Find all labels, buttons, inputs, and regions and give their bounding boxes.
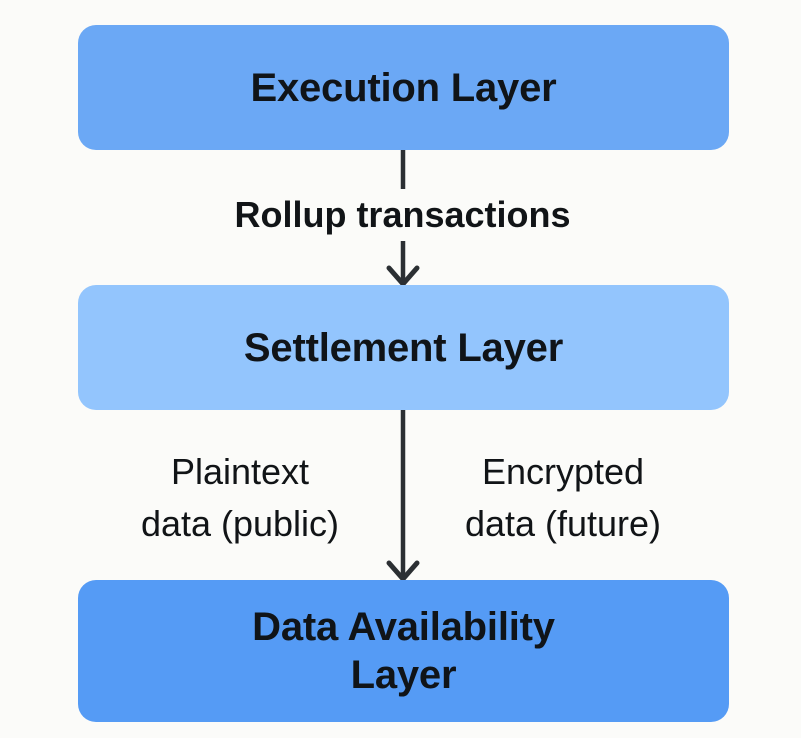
node-data-availability-layer[interactable]: Data Availability Layer	[78, 580, 729, 722]
node-execution-layer[interactable]: Execution Layer	[78, 25, 729, 150]
node-data-availability-layer-label: Data Availability Layer	[252, 605, 555, 697]
edge-label-encrypted-data: Encrypted data (future)	[464, 451, 662, 544]
edge-label-plaintext-data: Plaintext data (public)	[140, 451, 340, 544]
node-settlement-layer[interactable]: Settlement Layer	[78, 285, 729, 410]
node-execution-layer-label: Execution Layer	[250, 65, 557, 110]
arrowhead-settlement-da	[386, 560, 420, 583]
node-settlement-layer-label: Settlement Layer	[243, 325, 564, 370]
arrowhead-execution-settlement	[386, 265, 420, 288]
edge-label-rollup-transactions: Rollup transactions	[150, 189, 655, 241]
